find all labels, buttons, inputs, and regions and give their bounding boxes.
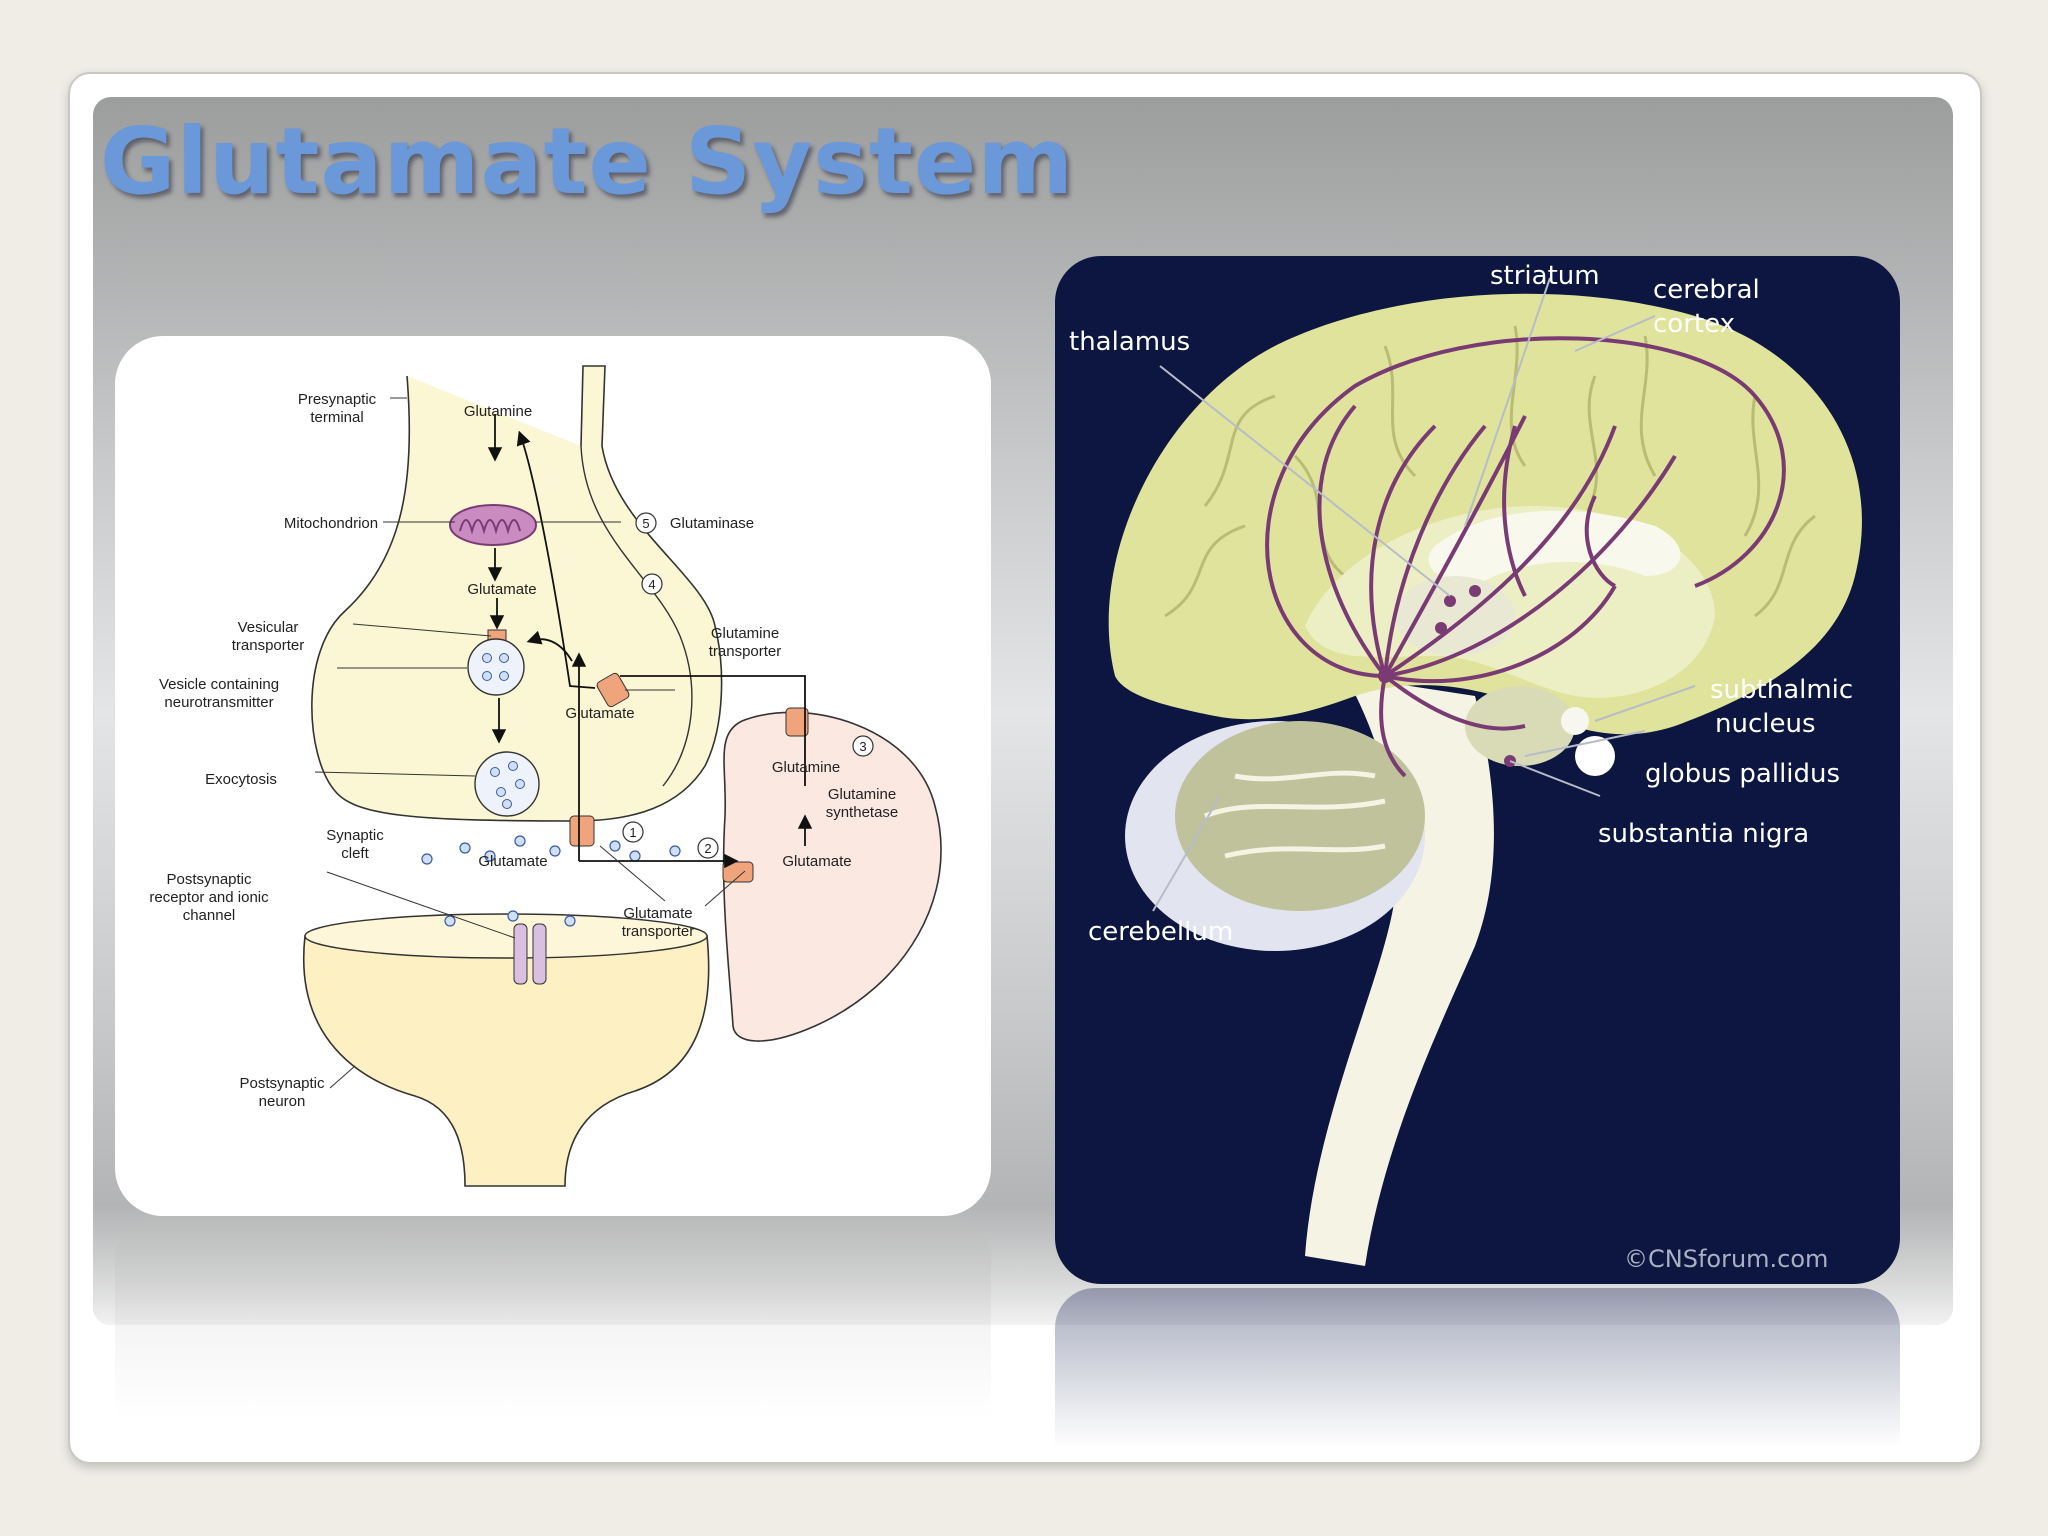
postsynaptic-receptor-shape <box>513 923 547 985</box>
label-glutamate-transporter-2: transporter <box>622 923 695 940</box>
label-neuron: neuron <box>259 1093 306 1110</box>
label-exocytosis: Exocytosis <box>205 771 277 788</box>
label-terminal: terminal <box>310 409 363 426</box>
presynaptic-terminal-shape <box>311 365 723 822</box>
exocytosis-vesicle-shape <box>474 751 540 817</box>
label-glutamate-reuptake: Glutamate <box>565 705 634 722</box>
label-neurotransmitter: neurotransmitter <box>164 694 273 711</box>
label-synaptic: Synaptic <box>326 827 384 844</box>
slide-title: Glutamate System <box>100 108 1075 215</box>
label-credit: ©CNSforum.com <box>1624 1245 1828 1273</box>
label-striatum: striatum <box>1490 261 1600 291</box>
label-substantia-nigra: substantia nigra <box>1598 819 1809 849</box>
label-subthalmic: subthalmic <box>1710 675 1853 705</box>
label-vesicular-transporter: transporter <box>232 637 305 654</box>
label-glutamine-glia: Glutamine <box>772 759 840 776</box>
brain-diagram-reflection <box>1055 1288 1900 1448</box>
label-glutamate-glia: Glutamate <box>782 853 851 870</box>
cerebellum-shape <box>1125 721 1425 951</box>
label-presynaptic: Presynaptic <box>298 391 377 408</box>
label-glutamate-mid: Glutamate <box>467 581 536 598</box>
vesicle-shape <box>467 638 525 696</box>
label-nucleus: nucleus <box>1715 709 1816 739</box>
label-thalamus: thalamus <box>1069 327 1190 357</box>
label-cleft: cleft <box>341 845 369 862</box>
label-receptor-ionic: receptor and ionic <box>149 889 269 906</box>
label-glutaminase: Glutaminase <box>670 515 754 532</box>
label-step4: 4 <box>648 577 655 592</box>
label-vesicular: Vesicular <box>238 619 299 636</box>
glial-cell-shape <box>722 711 942 1042</box>
brainstem-shape <box>1305 676 1494 1266</box>
synapse-diagram: Presynaptic terminal Glutamine Mitochond… <box>115 336 991 1216</box>
glutamate-pathways <box>1265 336 1786 778</box>
label-channel: channel <box>183 907 236 924</box>
label-postsynaptic-neuron: Postsynaptic <box>239 1075 325 1092</box>
label-cerebellum: cerebellum <box>1088 917 1233 947</box>
label-glutamine-synthetase: Glutamine <box>828 786 896 803</box>
synapse-diagram-reflection <box>115 1218 991 1418</box>
label-step2: 2 <box>704 841 711 856</box>
label-mitochondrion: Mitochondrion <box>284 515 378 532</box>
label-step3: 3 <box>859 739 866 754</box>
label-glutamate-transporter: Glutamate <box>623 905 692 922</box>
label-cortex: cortex <box>1653 309 1735 339</box>
label-cerebral: cerebral <box>1653 275 1760 305</box>
label-synthetase: synthetase <box>826 804 899 821</box>
brain-diagram: striatum cerebral cortex thalamus subtha… <box>1055 256 1900 1284</box>
label-glutamate-cleft: Glutamate <box>478 853 547 870</box>
label-postsynaptic-receptor: Postsynaptic <box>166 871 252 888</box>
mitochondrion-shape <box>449 504 537 546</box>
postsynaptic-neuron-shape <box>303 935 710 1187</box>
label-step1: 1 <box>629 825 636 840</box>
label-glutamine-top: Glutamine <box>464 403 532 420</box>
label-step5: 5 <box>642 516 649 531</box>
label-glutamine-transporter: Glutamine <box>711 625 779 642</box>
label-glutamine-transporter-2: transporter <box>709 643 782 660</box>
label-vesicle: Vesicle containing <box>159 676 279 693</box>
label-globus-pallidus: globus pallidus <box>1645 759 1840 789</box>
